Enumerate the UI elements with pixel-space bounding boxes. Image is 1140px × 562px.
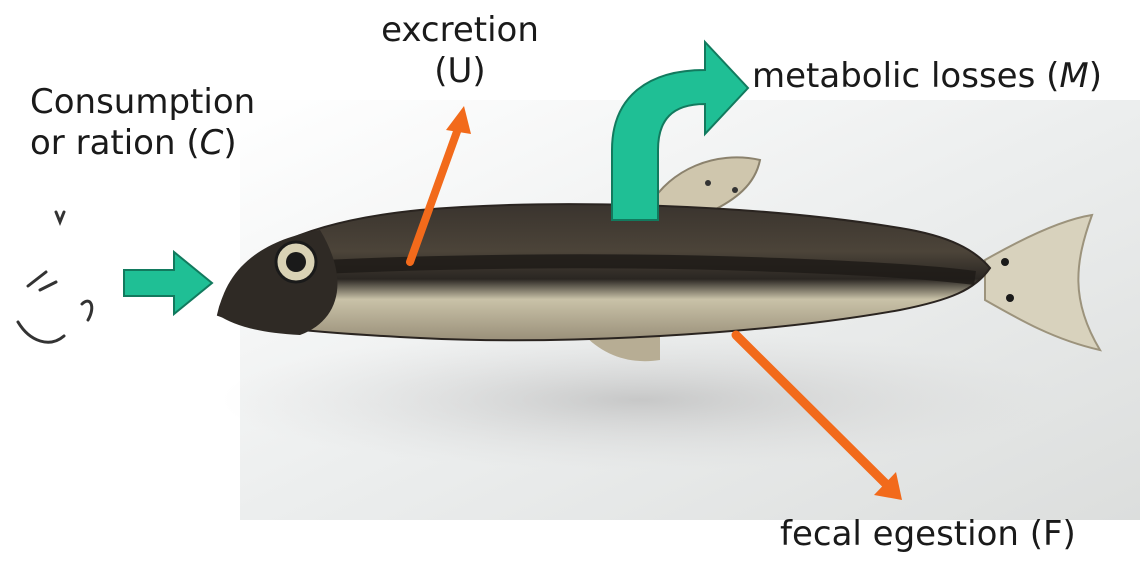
consumption-arrow (124, 252, 212, 314)
consumption-label: Consumption or ration (C) (30, 82, 255, 164)
consumption-line1: Consumption (30, 82, 255, 123)
fish-pupil (286, 252, 306, 272)
fish-head (218, 230, 337, 335)
consumption-line2: or ration (C) (30, 123, 255, 164)
excretion-label: excretion (U) (362, 10, 558, 92)
metabolic-label: metabolic losses (M) (752, 56, 1102, 97)
food-particles (18, 212, 92, 342)
excretion-line2: (U) (362, 51, 558, 92)
excretion-line1: excretion (362, 10, 558, 51)
fecal-label: fecal egestion (F) (780, 514, 1076, 555)
